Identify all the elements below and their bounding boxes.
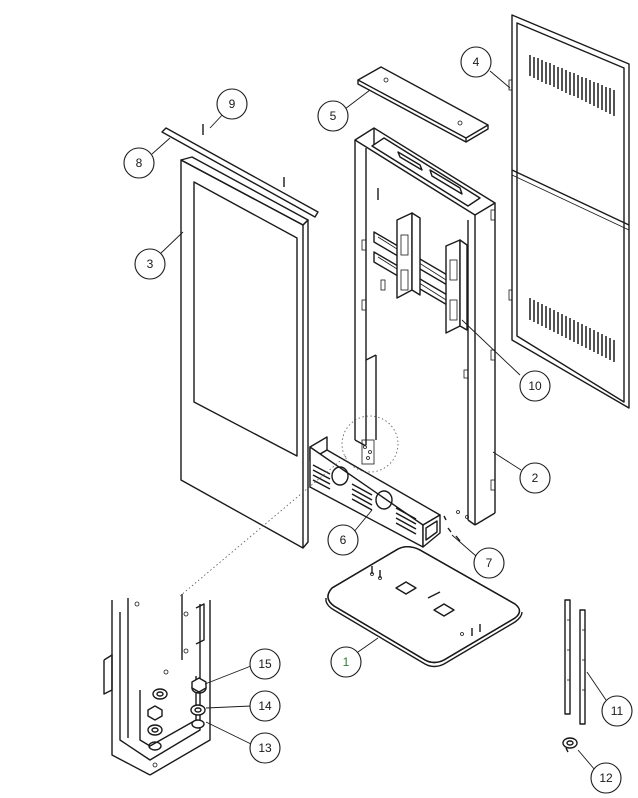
callout-14: 14 xyxy=(249,690,281,722)
callout-1-label: 1 xyxy=(343,655,350,669)
callout-13-label: 13 xyxy=(258,741,272,755)
callout-10-label: 10 xyxy=(528,379,542,393)
upper-vent-slots xyxy=(529,55,615,116)
callout-2: 2 xyxy=(519,462,551,494)
callout-14-label: 14 xyxy=(258,699,272,713)
callout-15: 15 xyxy=(249,648,281,680)
callout-5: 5 xyxy=(317,100,349,132)
thumb-screw xyxy=(562,737,578,753)
callout-8: 8 xyxy=(123,147,155,179)
base-plate xyxy=(325,546,523,668)
top-cover-plate xyxy=(357,66,489,143)
callout-9-label: 9 xyxy=(229,97,236,111)
base-screws xyxy=(443,515,461,542)
callout-13: 13 xyxy=(249,732,281,764)
right-vent-slots xyxy=(395,507,417,535)
lower-vent-slots xyxy=(529,298,615,362)
callout-3: 3 xyxy=(134,248,166,280)
trim-screws xyxy=(202,124,285,187)
mounting-rails xyxy=(373,212,468,334)
main-frame xyxy=(354,127,496,526)
callout-1: 1 xyxy=(330,646,362,678)
callout-11-label: 11 xyxy=(611,704,624,718)
callout-2-label: 2 xyxy=(532,471,539,485)
left-vent-slots xyxy=(312,464,331,490)
middle-vent-slots xyxy=(351,483,373,511)
hinge-strips xyxy=(564,599,586,725)
top-trim-bar xyxy=(161,127,319,218)
callout-7: 7 xyxy=(473,547,505,579)
callout-4-label: 4 xyxy=(473,55,480,69)
callout-4: 4 xyxy=(460,46,492,78)
callout-7-label: 7 xyxy=(486,556,493,570)
callout-12-label: 12 xyxy=(599,771,613,785)
rear-door-panel xyxy=(508,14,630,409)
bracket-detail-view xyxy=(103,594,211,776)
callout-8-label: 8 xyxy=(136,156,143,170)
callouts: 1 2 3 4 5 6 7 8 xyxy=(123,46,633,794)
callout-10: 10 xyxy=(519,370,551,402)
callout-5-label: 5 xyxy=(330,109,337,123)
callout-6-label: 6 xyxy=(340,533,347,547)
leader-lines xyxy=(151,70,607,771)
callout-11: 11 xyxy=(601,695,633,727)
detail-marker xyxy=(179,415,399,597)
callout-15-label: 15 xyxy=(258,657,272,671)
callout-3-label: 3 xyxy=(147,257,154,271)
callout-6: 6 xyxy=(327,524,359,556)
front-display-panel xyxy=(180,156,309,549)
base-cover xyxy=(309,436,441,548)
callout-9: 9 xyxy=(216,88,248,120)
callout-12: 12 xyxy=(590,762,622,794)
